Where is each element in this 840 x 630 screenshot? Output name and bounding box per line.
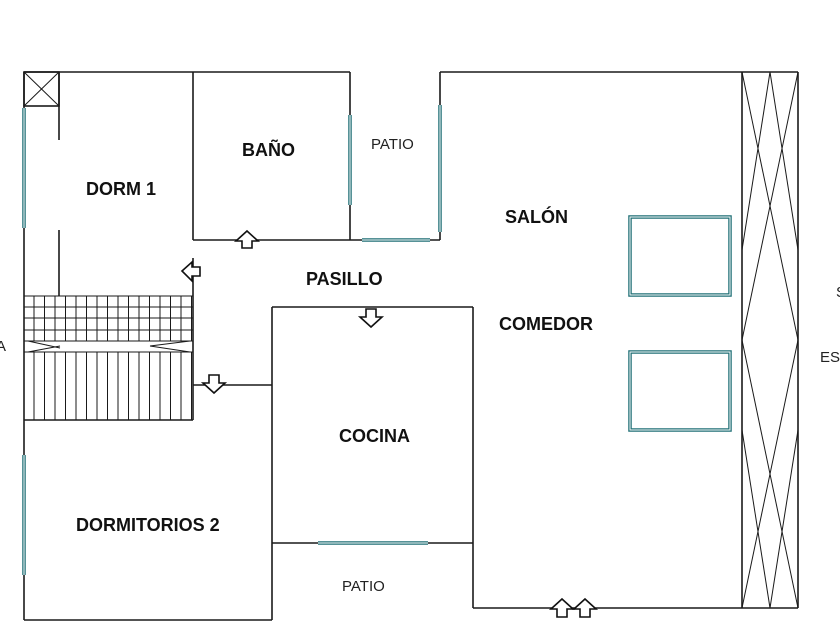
room-label-bano: BAÑO xyxy=(242,139,295,160)
edge-label-right-top: S xyxy=(836,284,840,301)
comedor-table xyxy=(628,350,732,432)
hollow-arrow-icon xyxy=(548,597,576,618)
edge-label-left: A xyxy=(0,338,6,355)
x-box-icon xyxy=(23,71,60,107)
room-label-salon: SALÓN xyxy=(505,206,568,227)
room-label-comedor: COMEDOR xyxy=(499,314,593,334)
hollow-arrow-icon xyxy=(357,308,385,329)
room-label-cocina: COCINA xyxy=(339,426,410,446)
walls xyxy=(23,71,799,621)
hollow-arrow-icon xyxy=(180,260,201,283)
room-label-pasillo: PASILLO xyxy=(306,269,383,289)
salon-table xyxy=(628,215,732,297)
stairs-icon xyxy=(24,295,193,420)
room-label-dormitorios2: DORMITORIOS 2 xyxy=(76,515,220,535)
room-label-patio-bottom: PATIO xyxy=(342,578,385,595)
room-label-patio-top: PATIO xyxy=(371,136,414,153)
hollow-arrow-icon xyxy=(200,374,228,395)
hollow-arrow-icon xyxy=(233,229,261,249)
terrace-cross xyxy=(741,71,799,609)
windows xyxy=(22,105,442,575)
room-label-dorm1: DORM 1 xyxy=(86,179,156,199)
edge-label-right-bottom: ES xyxy=(820,349,840,366)
hollow-arrow-icon xyxy=(571,597,599,618)
